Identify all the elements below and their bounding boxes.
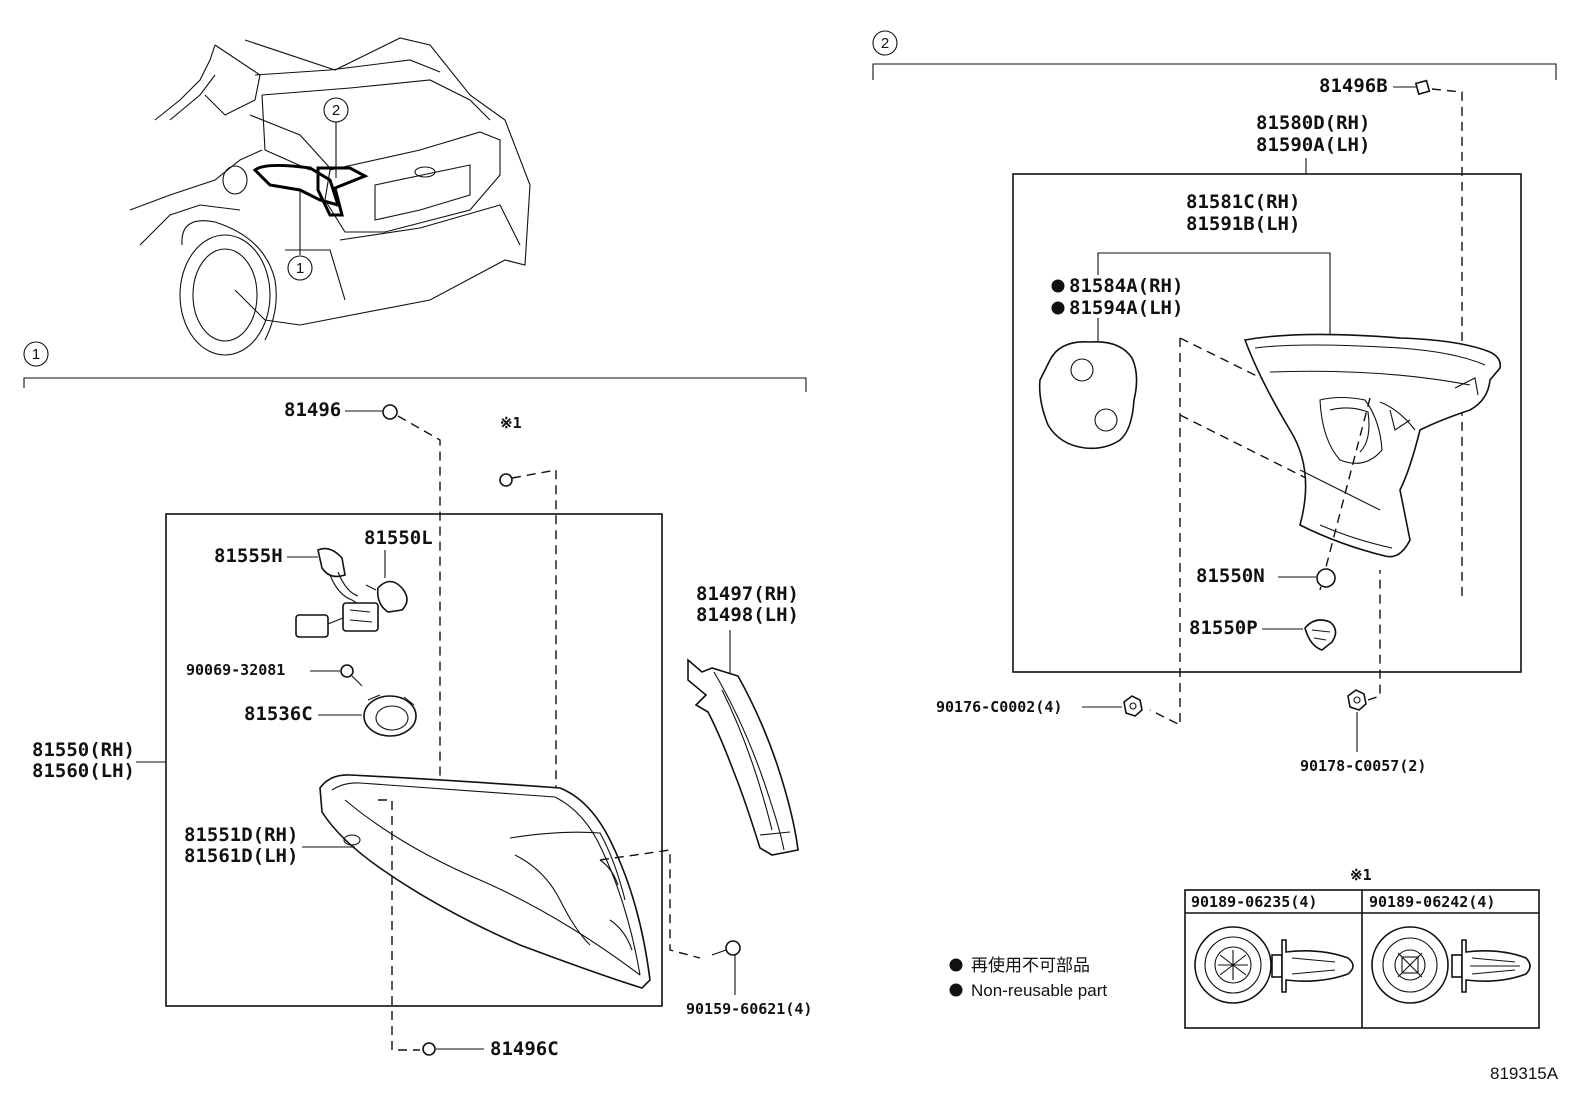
clip-table: ※1 90189-06235(4) 90189-06242(4) [1184, 866, 1540, 1029]
vehicle-rear-illustration: 1 2 [129, 37, 531, 356]
legend-bullet-en [949, 983, 963, 997]
section-1: 1 81496 ※1 81555H 81550L [23, 341, 812, 1060]
label-81536c: 81536C [244, 703, 313, 725]
label-cover-lh: 81498(LH) [696, 604, 799, 626]
legend-en: Non-reusable part [971, 981, 1107, 1000]
label-90178: 90178-C0057(2) [1300, 757, 1426, 775]
label-lens-lh-1: 81561D(LH) [184, 845, 298, 867]
non-reusable-mark-rh [1051, 279, 1065, 293]
clip-table-col1: 90189-06235(4) [1191, 893, 1317, 911]
label-cover-rh: 81497(RH) [696, 583, 799, 605]
label-90069: 90069-32081 [186, 661, 285, 679]
figure-code: 819315A [1490, 1064, 1559, 1083]
gasket-icon [1038, 341, 1138, 450]
inner-lamp-assembly [1243, 333, 1502, 591]
label-lens-lh-2: 81591B(LH) [1186, 213, 1300, 235]
section-2: 2 81496B 81580D(RH) 81590A(LH) 81581C(RH… [872, 30, 1557, 775]
clip-90189-06242-icon [1371, 926, 1531, 1004]
label-81550n: 81550N [1196, 565, 1265, 587]
label-lens-rh-1: 81551D(RH) [184, 824, 298, 846]
tail-lamp-assembly-1 [319, 774, 701, 1051]
label-lamp-lh-2: 81590A(LH) [1256, 134, 1370, 156]
non-reusable-mark-lh [1051, 301, 1065, 315]
note-mark-1: ※1 [500, 414, 522, 432]
socket-81550p-icon [1304, 619, 1337, 651]
label-81555h: 81555H [214, 545, 283, 567]
screw-90069-icon [340, 664, 363, 687]
clip-table-mark: ※1 [1350, 866, 1372, 884]
clip-table-col2: 90189-06242(4) [1369, 893, 1495, 911]
label-lamp-rh-2: 81580D(RH) [1256, 112, 1370, 134]
label-81496b: 81496B [1319, 75, 1388, 97]
assembly-box-1 [165, 513, 663, 1007]
label-lamp-rh-1: 81550(RH) [32, 739, 135, 761]
label-gasket-rh: 81584A(RH) [1069, 275, 1183, 297]
screw-90159-icon [711, 940, 741, 956]
legend-bullet-jp [949, 958, 963, 972]
legend-jp: 再使用不可部品 [971, 955, 1090, 975]
vehicle-callout-2: 2 [332, 102, 340, 119]
label-90159: 90159-60621(4) [686, 1000, 812, 1018]
nut-90178-icon [1347, 689, 1367, 711]
label-lens-rh-2: 81581C(RH) [1186, 191, 1300, 213]
socket-81536c-icon [363, 694, 417, 737]
assembly-box-2 [1012, 173, 1522, 673]
label-81550p: 81550P [1189, 617, 1258, 639]
section-1-number: 1 [32, 346, 40, 363]
label-gasket-lh: 81594A(LH) [1069, 297, 1183, 319]
nut-90176-icon [1123, 695, 1143, 717]
socket-81555h-icon [295, 547, 379, 638]
side-cover-icon [687, 658, 799, 856]
label-81496: 81496 [284, 399, 341, 421]
label-81550l: 81550L [364, 527, 433, 549]
bulb-81550n-icon [1316, 568, 1336, 588]
label-81496c: 81496C [490, 1038, 559, 1060]
bulb-81550l-icon [365, 580, 408, 613]
label-lamp-lh-1: 81560(LH) [32, 760, 135, 782]
vehicle-callout-1: 1 [296, 260, 304, 277]
legend: 再使用不可部品 Non-reusable part [949, 955, 1107, 1000]
clip-81496b-icon [1414, 79, 1431, 96]
section-2-number: 2 [881, 35, 889, 52]
clip-90189-06235-icon [1194, 926, 1354, 1004]
label-90176: 90176-C0002(4) [936, 698, 1062, 716]
clip-note1-icon [499, 473, 513, 487]
clip-81496-icon [382, 404, 398, 420]
clip-81496c-icon [422, 1042, 436, 1056]
